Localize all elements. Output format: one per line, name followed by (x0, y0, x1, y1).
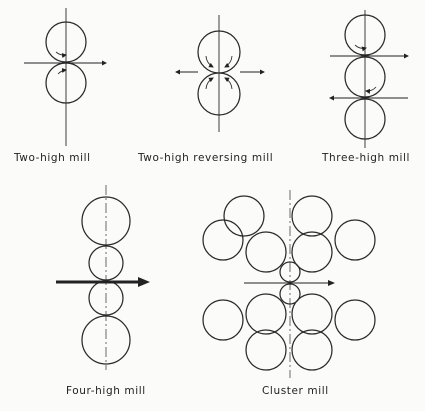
rotation-arrow (365, 86, 377, 94)
two-high-reversing-mill-label: Two-high reversing mill (138, 152, 274, 164)
three-high-mill (329, 10, 409, 148)
rotation-arrow (57, 67, 67, 75)
rotation-arrow (224, 77, 233, 90)
lower-outer-backup-roll (291, 329, 333, 371)
rotation-arrow (224, 55, 233, 68)
upper-work-roll (88, 245, 124, 281)
upper-backup-roll (334, 219, 376, 261)
lower-work-roll (279, 283, 301, 305)
upper-backup-roll (202, 219, 244, 261)
cluster-mill (202, 190, 376, 378)
upper-work-roll (279, 261, 301, 283)
two-high-reversing-mill (175, 15, 265, 132)
three-high-mill-label: Three-high mill (322, 152, 411, 164)
upper-outer-backup-roll (291, 195, 333, 237)
bottom-roll (344, 98, 386, 140)
middle-roll (344, 56, 386, 98)
lower-outer-backup-roll (245, 329, 287, 371)
lower-backup-roll (81, 315, 131, 365)
lower-backup-roll (202, 299, 244, 341)
lower-backup-roll (334, 299, 376, 341)
upper-roll (45, 21, 87, 63)
lower-intermediate-roll (291, 293, 333, 335)
lower-intermediate-roll (245, 293, 287, 335)
rotation-arrow (205, 77, 214, 90)
upper-outer-backup-roll (223, 195, 265, 237)
upper-backup-roll (81, 196, 131, 246)
cluster-mill-label: Cluster mill (262, 385, 329, 397)
lower-roll (197, 72, 241, 116)
upper-intermediate-roll (291, 231, 333, 273)
two-high-mill (24, 8, 107, 146)
rotation-arrow (205, 55, 214, 68)
strip-arrow-head (138, 277, 150, 287)
rotation-arrow (354, 44, 367, 52)
two-high-mill-label: Two-high mill (14, 152, 91, 164)
rotation-arrow (55, 51, 67, 58)
four-high-mill (56, 185, 150, 370)
upper-intermediate-roll (245, 231, 287, 273)
four-high-mill-label: Four-high mill (66, 385, 146, 397)
top-roll (344, 14, 386, 56)
